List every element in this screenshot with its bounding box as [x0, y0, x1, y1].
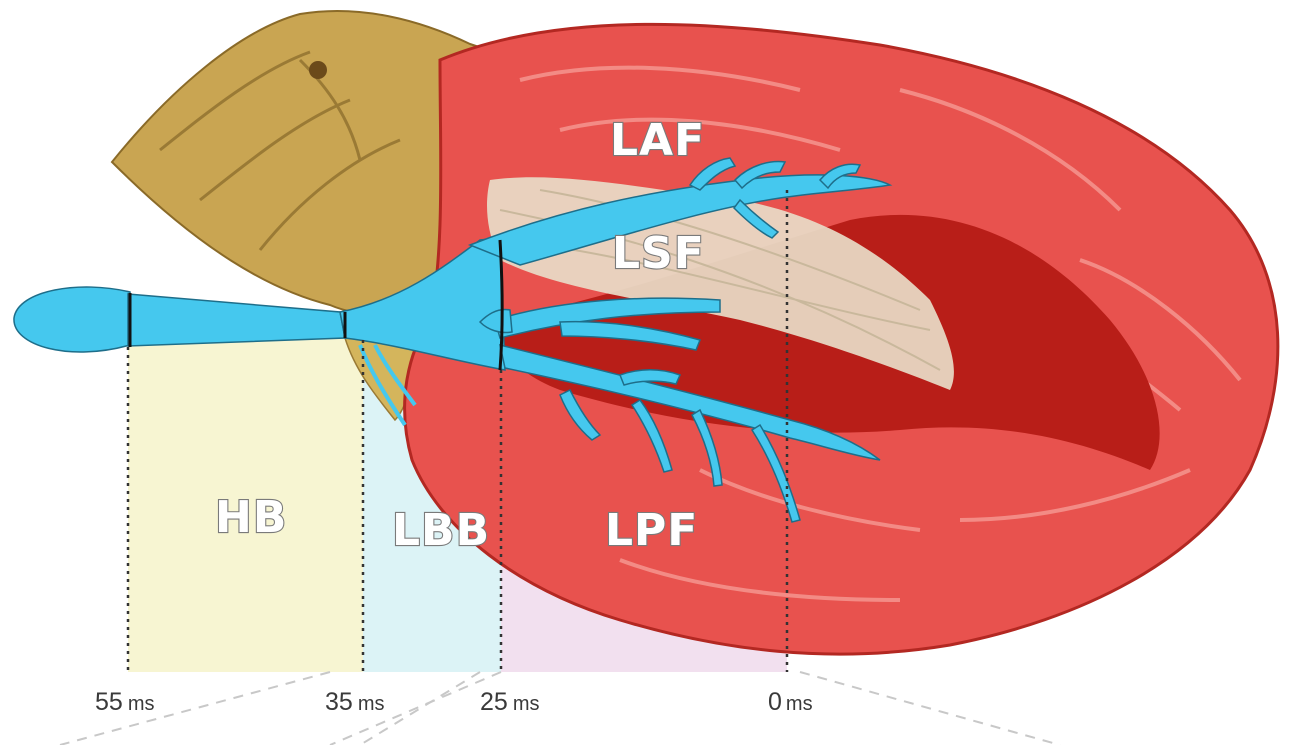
timing-label-55: 55ms: [95, 688, 154, 716]
timing-label-35: 35ms: [325, 688, 384, 716]
his-bundle: [128, 294, 345, 346]
av-node-bulb: [14, 287, 130, 352]
zoom-lines: [60, 672, 1060, 745]
timing-label-0: 0ms: [768, 688, 813, 716]
timing-label-25: 25ms: [480, 688, 539, 716]
laf-label: LAF: [610, 115, 705, 166]
lbb-label: LBB: [392, 505, 490, 556]
lpf-label: LPF: [605, 505, 698, 556]
lsf-label: LSF: [612, 228, 705, 279]
hb-label: HB: [215, 492, 287, 543]
vessel-opening: [309, 61, 327, 79]
